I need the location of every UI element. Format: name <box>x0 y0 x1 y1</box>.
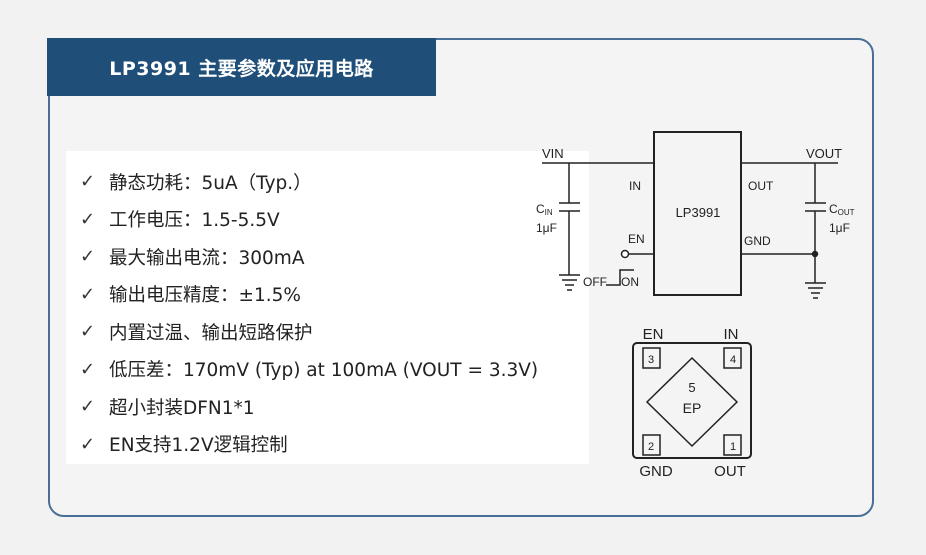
chip-label: LP3991 <box>676 205 721 220</box>
ground-symbol-cin <box>559 274 580 291</box>
ep-number: 5 <box>688 380 695 395</box>
feature-text: 低压差：170mV (Typ) at 100mA (VOUT = 3.3V) <box>109 360 539 382</box>
feature-item: ✓ 低压差：170mV (Typ) at 100mA (VOUT = 3.3V) <box>66 351 589 389</box>
package-body <box>632 342 752 459</box>
pin4-number: 4 <box>730 354 736 366</box>
feature-list: ✓ 静态功耗：5uA（Typ.） ✓ 工作电压：1.5-5.5V ✓ 最大输出电流：3… <box>66 151 589 464</box>
pin2-name: GND <box>639 463 673 480</box>
en-terminal <box>620 249 630 259</box>
pin-in-label: IN <box>629 179 641 193</box>
pin-out-label: OUT <box>748 179 774 193</box>
cin-subscript: IN <box>545 208 553 217</box>
feature-item: ✓ EN支持1.2V逻辑控制 <box>66 426 589 464</box>
check-icon: ✓ <box>79 433 96 455</box>
cout-label: COUT <box>829 202 855 217</box>
page-title-text: LP3991 主要参数及应用电路 <box>109 57 374 80</box>
pin1-number: 1 <box>730 441 736 453</box>
exposed-pad <box>645 356 739 448</box>
ground-symbol-cout <box>805 282 826 299</box>
cout-main-text: C <box>829 202 838 216</box>
check-icon: ✓ <box>79 171 96 193</box>
pad-2 <box>642 434 661 456</box>
cin-value: 1μF <box>536 221 557 235</box>
check-icon: ✓ <box>79 246 96 268</box>
package-pinout <box>632 342 752 459</box>
vin-label: VIN <box>542 146 564 161</box>
schematic <box>542 131 838 299</box>
pin3-number: 3 <box>648 354 654 366</box>
feature-text: 输出电压精度：±1.5% <box>109 285 302 307</box>
feature-item: ✓ 工作电压：1.5-5.5V <box>66 201 589 239</box>
feature-item: ✓ 内置过温、输出短路保护 <box>66 313 589 351</box>
feature-item: ✓ 静态功耗：5uA（Typ.） <box>66 163 589 201</box>
cout-subscript: OUT <box>838 208 855 217</box>
chip-body <box>653 131 742 296</box>
feature-text: 超小封装DFN1*1 <box>109 397 255 419</box>
check-icon: ✓ <box>79 358 96 380</box>
page-title: LP3991 主要参数及应用电路 <box>47 38 436 96</box>
schematic-labels: VIN VOUT LP3991 IN OUT GND EN CIN 1μF CO… <box>536 146 855 289</box>
feature-item: ✓ 最大输出电流：300mA <box>66 238 589 276</box>
off-label: OFF <box>583 275 607 289</box>
check-icon: ✓ <box>79 396 96 418</box>
pin1-name: OUT <box>714 463 746 480</box>
feature-text: 静态功耗：5uA（Typ.） <box>109 172 312 194</box>
package-labels: EN IN GND OUT 3 4 2 1 5 EP <box>639 326 746 480</box>
pin-gnd-label: GND <box>744 234 771 248</box>
on-label: ON <box>621 275 639 289</box>
pad-3 <box>642 347 661 369</box>
enable-pulse-icon <box>606 269 634 286</box>
pin4-name: IN <box>724 326 739 343</box>
vout-label: VOUT <box>806 146 842 161</box>
check-icon: ✓ <box>79 208 96 230</box>
pin3-name: EN <box>643 326 664 343</box>
check-icon: ✓ <box>79 321 96 343</box>
feature-text: 工作电压：1.5-5.5V <box>109 210 280 232</box>
feature-item: ✓ 输出电压精度：±1.5% <box>66 276 589 314</box>
cout-value: 1μF <box>829 221 850 235</box>
feature-text: 内置过温、输出短路保护 <box>109 322 313 344</box>
cin-main-text: C <box>536 202 545 216</box>
pad-4 <box>723 347 742 369</box>
feature-text: EN支持1.2V逻辑控制 <box>109 435 288 457</box>
pad-1 <box>723 434 742 456</box>
cin-label: CIN <box>536 202 553 217</box>
check-icon: ✓ <box>79 283 96 305</box>
en-label: EN <box>628 232 645 246</box>
pin2-number: 2 <box>648 441 654 453</box>
feature-text: 最大输出电流：300mA <box>109 247 305 269</box>
gnd-junction-dot <box>811 250 819 258</box>
feature-item: ✓ 超小封装DFN1*1 <box>66 388 589 426</box>
ep-label: EP <box>683 400 702 416</box>
